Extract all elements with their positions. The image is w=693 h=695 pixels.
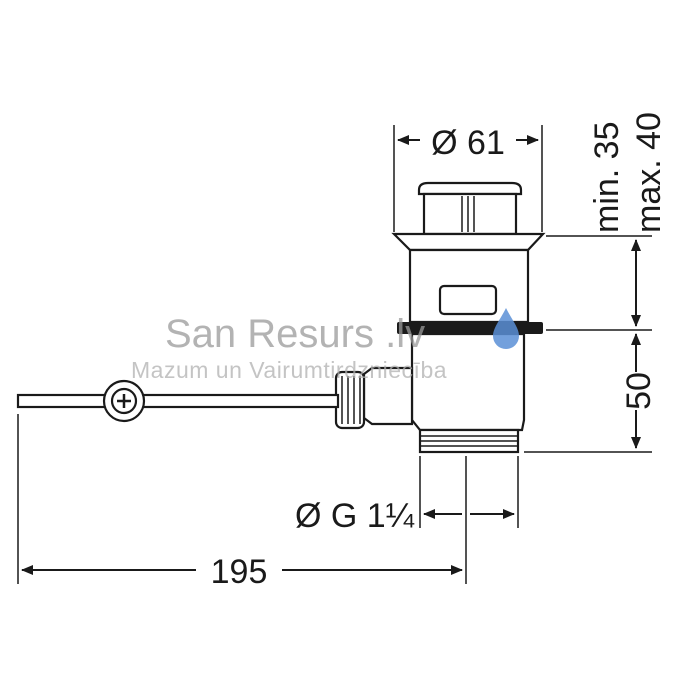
upper-flange — [391, 232, 546, 252]
plug-stem — [422, 192, 518, 236]
dim-height-body: 50 — [620, 372, 658, 410]
dimension-arrows — [21, 135, 641, 575]
dim-thread: Ø G 1¼ — [295, 497, 415, 535]
watermark-subtitle: Mazum un Vairumtirdzniecība — [131, 357, 447, 383]
extension-lines — [17, 125, 652, 584]
dim-height-min: min. 35 — [588, 122, 626, 234]
dim-diameter-top: Ø 61 — [431, 124, 505, 162]
plug-cap — [417, 181, 523, 196]
dim-length: 195 — [211, 553, 268, 591]
plus-icon — [117, 394, 131, 408]
dim-height-max: max. 40 — [630, 112, 668, 233]
watermark: San Resurs .lv Mazum un Vairumtirdzniecī… — [131, 308, 519, 383]
overflow-slot — [438, 284, 498, 316]
pull-rod — [16, 393, 340, 409]
watermark-title: San Resurs .lv — [165, 312, 425, 356]
water-drop-icon — [493, 308, 519, 349]
waste-fitting — [16, 181, 546, 454]
